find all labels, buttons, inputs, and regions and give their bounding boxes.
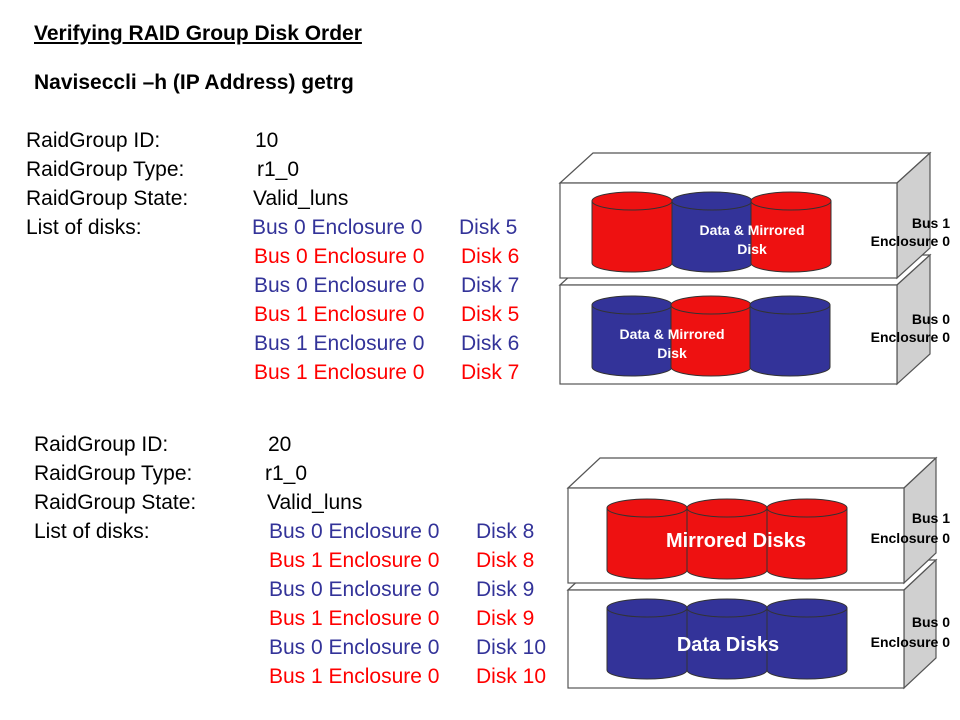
disk-label: Disk [657, 345, 687, 361]
disk-number: Disk 7 [461, 361, 520, 384]
disk-cylinder [671, 200, 753, 273]
disk-cylinder [766, 507, 848, 580]
raid-group-state-label: RaidGroup State: [34, 491, 197, 514]
disk-cylinder [686, 507, 768, 580]
disk-cylinder-cap [606, 498, 688, 518]
disk-cylinder-cap [591, 295, 673, 315]
disk-location: Bus 1 Enclosure 0 [269, 549, 440, 572]
disk-cylinder [749, 304, 831, 377]
disk-label: Mirrored Disks [666, 530, 806, 552]
disk-cylinder [766, 607, 848, 680]
disk-list-item: Bus 1 Enclosure 0 Disk 6 [254, 329, 519, 358]
raid-group-20-info: RaidGroup ID: 20 RaidGroup Type: r1_0 Ra… [34, 430, 554, 546]
disk-label: Data & Mirrored [699, 222, 804, 238]
disk-number: Disk 7 [461, 274, 520, 297]
disk-location: Bus 1 Enclosure 0 [269, 607, 440, 630]
disk-number: Disk 5 [459, 216, 518, 239]
disk-cylinder-cap [591, 191, 673, 211]
disk-number: Disk 8 [476, 520, 535, 543]
disk-location: Bus 1 Enclosure 0 [254, 332, 425, 355]
disk-number: Disk 5 [461, 303, 520, 326]
disk-cylinder [606, 507, 688, 580]
bus-label: Bus 1 [912, 215, 950, 231]
disk-cylinder [606, 607, 688, 680]
disk-cylinder-cap [671, 191, 753, 211]
raid-group-id-label: RaidGroup ID: [34, 433, 169, 456]
disk-location: Bus 1 Enclosure 0 [269, 665, 440, 688]
disk-cylinder-cap [686, 598, 768, 618]
disk-cylinder [670, 304, 752, 377]
disk-label: Disk [737, 241, 767, 257]
raid-group-type-value: r1_0 [265, 462, 308, 485]
disk-cylinder-cap [750, 191, 832, 211]
page-title: Verifying RAID Group Disk Order [34, 22, 362, 45]
disk-list-item: Bus 0 Enclosure 0 Disk 10 [269, 633, 546, 662]
enclosure-label: Enclosure 0 [871, 329, 951, 345]
disk-location: Bus 0 Enclosure 0 [269, 578, 440, 601]
disk-location: Bus 1 Enclosure 0 [254, 303, 425, 326]
disk-list-item: Bus 0 Enclosure 0 Disk 7 [254, 271, 519, 300]
enclosure-bus1-shelf-top [558, 152, 932, 184]
disk-number: Disk 10 [476, 636, 547, 659]
disk-location: Bus 0 Enclosure 0 [252, 216, 423, 239]
raid-group-type-value: r1_0 [257, 158, 300, 181]
disk-label: Data Disks [677, 634, 779, 656]
disk-cylinder [591, 304, 673, 377]
disk-number: Disk 9 [476, 607, 535, 630]
command-text: Naviseccli –h (IP Address) getrg [34, 71, 354, 94]
disk-label: Data & Mirrored [619, 326, 724, 342]
bus-label: Bus 0 [912, 311, 950, 327]
raid-group-state-label: RaidGroup State: [26, 187, 189, 210]
disk-cylinder [591, 200, 673, 273]
raid-group-state-value: Valid_luns [267, 491, 363, 514]
disk-number: Disk 6 [461, 332, 520, 355]
enclosure-label: Enclosure 0 [871, 634, 951, 650]
disk-list-item: Bus 1 Enclosure 0 Disk 7 [254, 358, 519, 387]
enclosure-label: Enclosure 0 [871, 530, 951, 546]
bus-label: Bus 0 [912, 614, 950, 630]
disk-location: Bus 0 Enclosure 0 [254, 245, 425, 268]
disk-cylinder-cap [606, 598, 688, 618]
disk-number: Disk 10 [476, 665, 547, 688]
disk-location: Bus 0 Enclosure 0 [269, 520, 440, 543]
disk-list-item: Bus 0 Enclosure 0 Disk 9 [269, 575, 534, 604]
disk-number: Disk 6 [461, 245, 520, 268]
disk-list-item: Bus 0 Enclosure 0 Disk 6 [254, 242, 519, 271]
raid-group-10-info: RaidGroup ID: 10 RaidGroup Type: r1_0 Ra… [26, 126, 546, 242]
disk-cylinder [686, 607, 768, 680]
disk-cylinder [750, 200, 832, 273]
bus-label: Bus 1 [912, 510, 950, 526]
disk-list-item: Bus 1 Enclosure 0 Disk 9 [269, 604, 534, 633]
raid-group-type-label: RaidGroup Type: [26, 158, 185, 181]
disk-list-item: Bus 1 Enclosure 0 Disk 8 [269, 546, 534, 575]
disk-list-item: Bus 1 Enclosure 0 Disk 10 [269, 662, 546, 691]
raid-group-id-value: 10 [255, 129, 279, 152]
disk-cylinder-cap [766, 498, 848, 518]
disk-location: Bus 0 Enclosure 0 [269, 636, 440, 659]
disk-cylinder-cap [670, 295, 752, 315]
raid-group-id-value: 20 [268, 433, 292, 456]
disk-list-item: Bus 0 Enclosure 0 Disk 5 [252, 213, 517, 242]
disk-cylinder-cap [766, 598, 848, 618]
enclosure-label: Enclosure 0 [871, 233, 951, 249]
raid-group-type-label: RaidGroup Type: [34, 462, 193, 485]
raid-group-id-label: RaidGroup ID: [26, 129, 161, 152]
disk-number: Disk 9 [476, 578, 535, 601]
disk-cylinder-cap [686, 498, 768, 518]
list-of-disks-label: List of disks: [26, 216, 142, 239]
disk-location: Bus 1 Enclosure 0 [254, 361, 425, 384]
raid-group-state-value: Valid_luns [253, 187, 349, 210]
disk-number: Disk 8 [476, 549, 535, 572]
disk-list-item: Bus 1 Enclosure 0 Disk 5 [254, 300, 519, 329]
list-of-disks-label: List of disks: [34, 520, 150, 543]
disk-location: Bus 0 Enclosure 0 [254, 274, 425, 297]
disk-list-item: Bus 0 Enclosure 0 Disk 8 [269, 517, 534, 546]
enclosure-bus1-shelf-top [566, 457, 938, 489]
disk-cylinder-cap [749, 295, 831, 315]
